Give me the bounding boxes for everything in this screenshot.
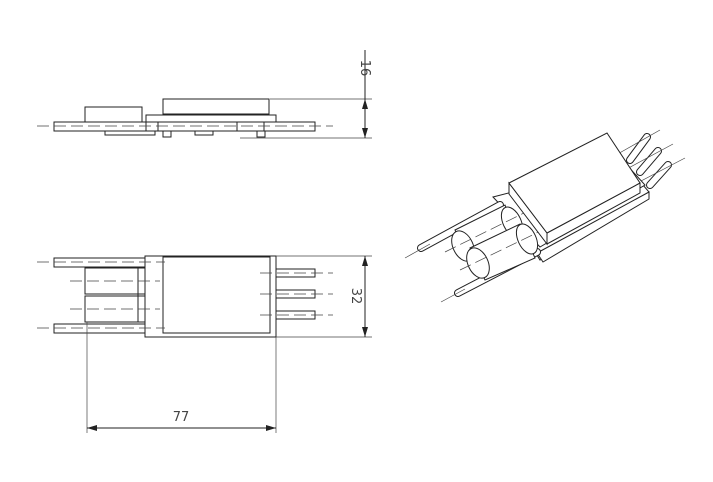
top-inner-block [162,256,271,334]
iso-capacitors [444,204,554,281]
side-capacitor [84,106,143,124]
drawing-line [194,130,214,136]
drawing-line [637,148,661,175]
iso-top-block-top [508,132,641,234]
isometric-view [404,129,686,303]
drawing-line [459,224,554,271]
drawing-line [536,191,650,263]
top-left-pin-lower [53,323,146,334]
side-top-block [162,98,270,115]
iso-right-pins [599,129,686,193]
side-board [53,121,316,132]
drawing-line [466,247,490,279]
drawing-line [104,130,156,136]
drawing-line [256,130,266,138]
drawing-line [515,223,539,255]
length-dimension-label: 77 [173,410,190,425]
drawing-line [440,288,466,303]
top-view: 32 77 [37,255,372,433]
drawing-line [418,202,503,251]
width-dimension-label: 32 [348,288,363,305]
height-dimension-label: 16 [357,60,372,77]
drawing-line [404,243,431,259]
drawing-line [627,134,650,163]
top-left-pin-upper [53,257,146,268]
side-view: 16 [37,50,372,139]
drawing-line [162,130,172,138]
